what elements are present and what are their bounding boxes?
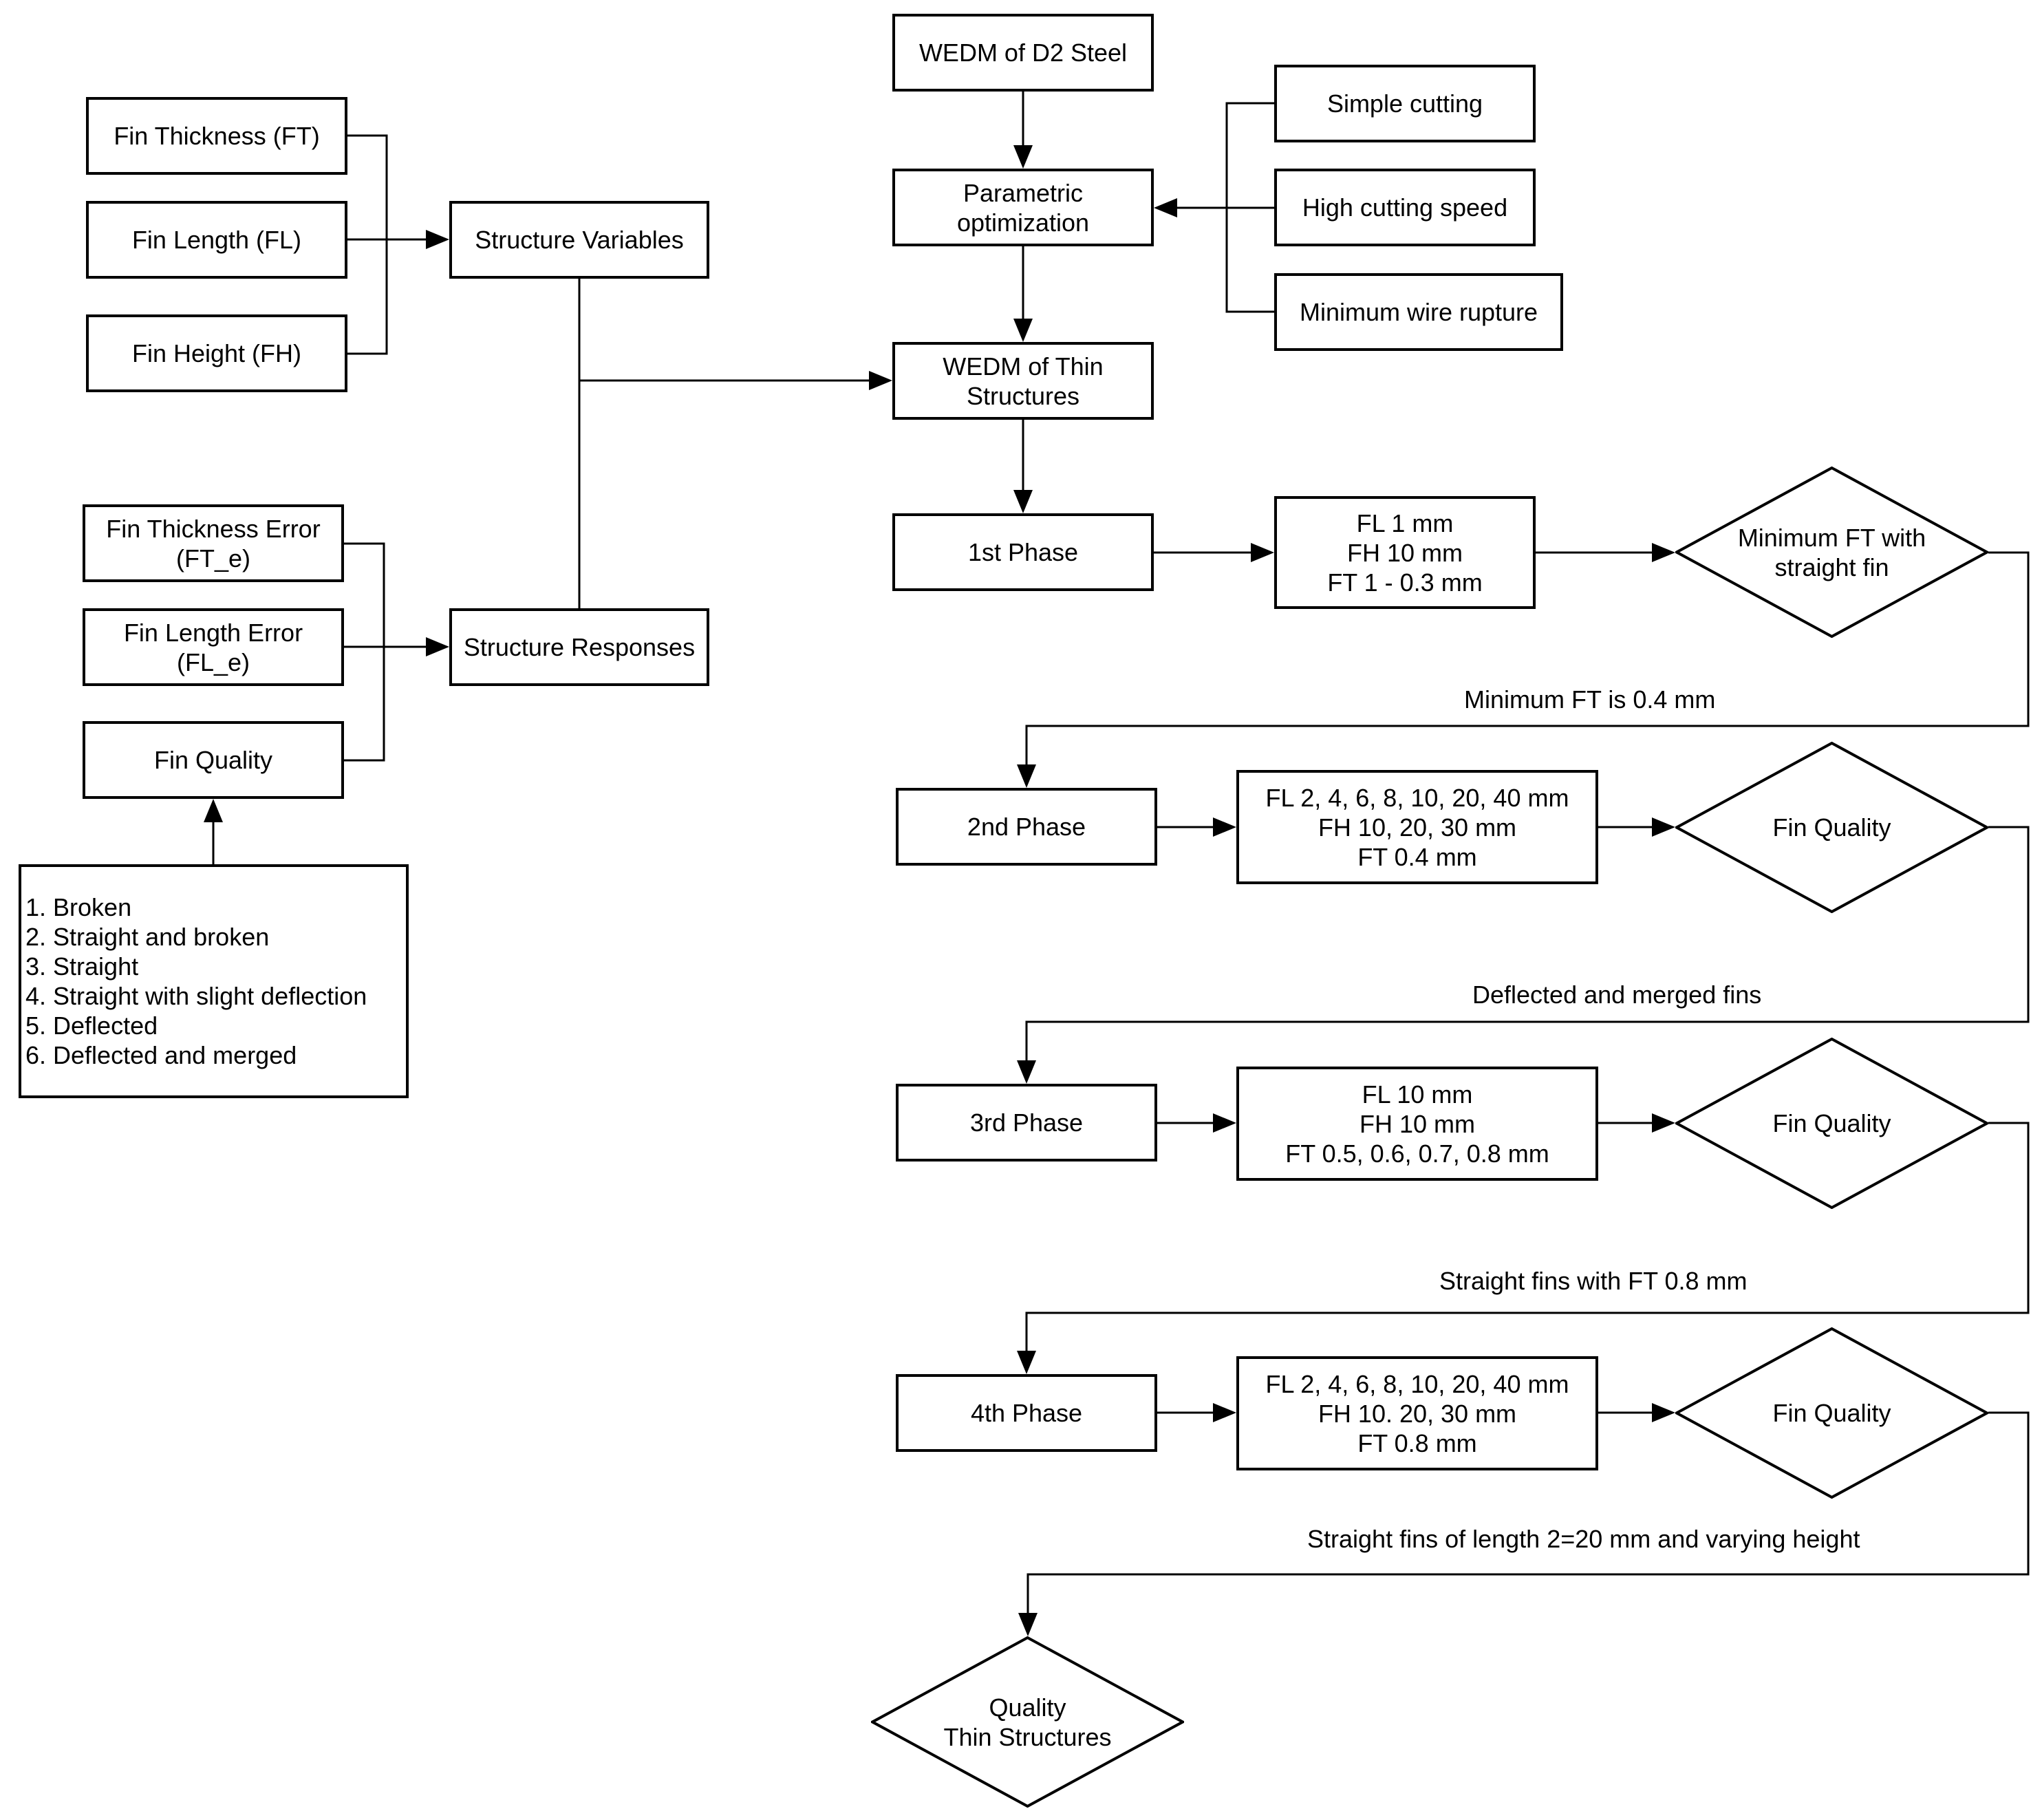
- fin-length-box: Fin Length (FL): [86, 201, 347, 279]
- fin-quality-categories-box: 1. Broken 2. Straight and broken 3. Stra…: [19, 864, 409, 1098]
- phase-2-box: 2nd Phase: [896, 788, 1157, 866]
- phase-1-decision-diamond: Minimum FT with straight fin: [1675, 467, 1988, 638]
- minimum-wire-rupture-box: Minimum wire rupture: [1274, 273, 1563, 351]
- arrowhead-d2-to-param: [1013, 145, 1033, 169]
- structure-variables-box: Structure Variables: [449, 201, 709, 279]
- connector-phase1-to-phase2: [1025, 551, 2030, 764]
- phase-2-decision-diamond: Fin Quality: [1675, 742, 1988, 913]
- arrowhead-phase2-to-phase3: [1017, 1060, 1036, 1084]
- arrowhead-phase3-to-params: [1213, 1113, 1236, 1133]
- phase-4-box: 4th Phase: [896, 1374, 1157, 1452]
- parametric-optimization-box: Parametric optimization: [892, 169, 1154, 246]
- phase-3-parameters-box: FL 10 mm FH 10 mm FT 0.5, 0.6, 0.7, 0.8 …: [1236, 1067, 1598, 1181]
- final-quality-diamond: Quality Thin Structures: [871, 1636, 1184, 1808]
- phase-2-parameters-box: FL 2, 4, 6, 8, 10, 20, 40 mm FH 10, 20, …: [1236, 770, 1598, 884]
- arrowhead-phase3-params-to-decision: [1652, 1113, 1675, 1133]
- wedm-d2-steel-box: WEDM of D2 Steel: [892, 14, 1154, 92]
- structure-responses-box: Structure Responses: [449, 608, 709, 686]
- simple-cutting-box: Simple cutting: [1274, 65, 1536, 142]
- arrowhead-phase1-params-to-decision: [1652, 543, 1675, 562]
- arrowhead-list-to-quality: [204, 799, 223, 822]
- phase-1-parameters-box: FL 1 mm FH 10 mm FT 1 - 0.3 mm: [1274, 496, 1536, 609]
- arrowhead-phase2-to-params: [1213, 817, 1236, 837]
- connector-responses-bracket: [344, 542, 385, 762]
- arrowhead-phase1-to-params: [1251, 543, 1274, 562]
- wedm-thin-structures-box: WEDM of Thin Structures: [892, 342, 1154, 420]
- arrowhead-thin-to-phase1: [1013, 490, 1033, 513]
- arrowhead-objectives-to-param: [1154, 198, 1177, 217]
- fin-height-box: Fin Height (FH): [86, 314, 347, 392]
- connector-phase2-to-phase3: [1025, 826, 2030, 1060]
- arrowhead-phase2-params-to-decision: [1652, 817, 1675, 837]
- phase-3-decision-diamond: Fin Quality: [1675, 1038, 1988, 1209]
- phase-4-result-label: Straight fins of length 2=20 mm and vary…: [1307, 1525, 1860, 1553]
- phase-2-result-label: Deflected and merged fins: [1472, 981, 1762, 1009]
- phase-4-decision-diamond: Fin Quality: [1675, 1327, 1988, 1499]
- phase-1-box: 1st Phase: [892, 513, 1154, 591]
- arrowhead-phase4-params-to-decision: [1652, 1403, 1675, 1422]
- arrowhead-phase3-to-phase4: [1017, 1351, 1036, 1374]
- high-cutting-speed-box: High cutting speed: [1274, 169, 1536, 246]
- fin-thickness-box: Fin Thickness (FT): [86, 97, 347, 175]
- fin-quality-box: Fin Quality: [83, 721, 344, 799]
- fin-length-error-box: Fin Length Error (FL_e): [83, 608, 344, 686]
- phase-4-parameters-box: FL 2, 4, 6, 8, 10, 20, 40 mm FH 10. 20, …: [1236, 1356, 1598, 1470]
- phase-1-result-label: Minimum FT is 0.4 mm: [1464, 685, 1716, 714]
- connector-phase4-to-final: [1027, 1411, 2030, 1613]
- phase-3-result-label: Straight fins with FT 0.8 mm: [1439, 1267, 1748, 1295]
- connector-phase3-to-phase4: [1025, 1122, 2030, 1351]
- connector-variables-bracket: [347, 134, 388, 355]
- arrowhead-param-to-thin: [1013, 319, 1033, 342]
- arrowhead-phase4-to-params: [1213, 1403, 1236, 1422]
- arrowhead-phase1-to-phase2: [1017, 764, 1036, 788]
- phase-3-box: 3rd Phase: [896, 1084, 1157, 1161]
- arrowhead-trunk-to-thin: [869, 371, 892, 390]
- fin-thickness-error-box: Fin Thickness Error (FT_e): [83, 504, 344, 582]
- arrowhead-variables-to-struct: [426, 230, 449, 249]
- arrowhead-responses-to-struct: [426, 637, 449, 656]
- arrowhead-phase4-to-final: [1018, 1613, 1038, 1636]
